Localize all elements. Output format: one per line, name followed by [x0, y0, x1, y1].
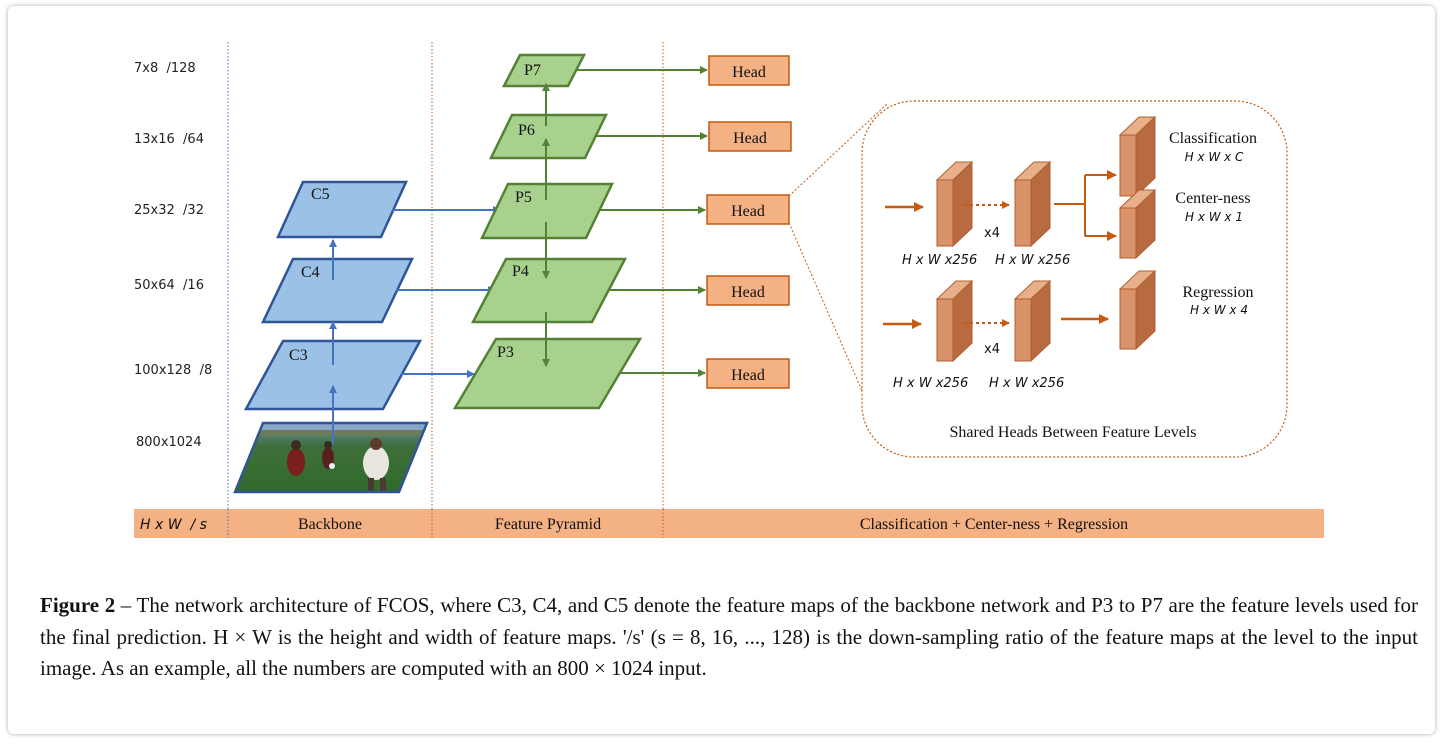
- caption-dash: –: [115, 593, 137, 617]
- pyramid-label-p6: P6: [518, 122, 535, 139]
- dims-label: H x W x256: [989, 376, 1064, 391]
- centerness-label: Center-ness: [1175, 190, 1250, 207]
- classification-dims: H x W x C: [1185, 150, 1244, 164]
- pyramid-label-p7: P7: [524, 62, 541, 79]
- stage-label-feature-pyramid: Feature Pyramid: [495, 516, 601, 533]
- figure-caption: Figure 2 – The network architecture of F…: [40, 590, 1418, 685]
- shared-heads-label: Shared Heads Between Feature Levels: [949, 424, 1196, 441]
- backbone-label-c3: C3: [289, 347, 308, 364]
- pyramid-label-p3: P3: [497, 344, 514, 361]
- head-box-p4: Head: [706, 275, 790, 306]
- input-image: [233, 421, 429, 494]
- pyramid-label-p4: P4: [512, 263, 529, 280]
- head-box-p6: Head: [708, 121, 792, 152]
- regression-dims: H x W x 4: [1190, 303, 1248, 317]
- dims-label: H x W x256: [995, 253, 1070, 268]
- caption-text: The network architecture of FCOS, where …: [40, 593, 1418, 680]
- dims-label: H x W x256: [893, 376, 968, 391]
- feature-map-block: [1013, 279, 1052, 363]
- caption-label: Figure 2: [40, 593, 116, 617]
- regression-map: [1118, 269, 1157, 351]
- pyramid-map-p7: [501, 53, 587, 88]
- zoom-line-top: [788, 102, 889, 197]
- stage-label-hw-s: H x W / s: [140, 517, 207, 533]
- regression-label: Regression: [1182, 284, 1253, 301]
- head-label: Head: [732, 64, 766, 81]
- centerness-map: [1118, 188, 1157, 260]
- head-label: Head: [733, 130, 767, 147]
- stage-label-backbone: Backbone: [298, 516, 362, 533]
- classification-label: Classification: [1169, 130, 1257, 147]
- backbone-label-c5: C5: [311, 186, 330, 203]
- pyramid-map-p5: [480, 182, 614, 240]
- scale-label-p6: 13x16 /64: [134, 132, 204, 147]
- feature-map-block: [935, 279, 974, 363]
- repeat-label-top: x4: [984, 226, 1000, 241]
- backbone-map-c4: [261, 257, 414, 324]
- backbone-map-c3: [243, 339, 423, 411]
- pyramid-map-p6: [488, 113, 609, 160]
- scale-label-input: 800x1024: [136, 435, 202, 450]
- scale-label-p3: 100x128 /8: [134, 363, 212, 378]
- feature-map-block: [935, 160, 974, 248]
- head-box-p3: Head: [706, 358, 790, 389]
- zoom-line-bottom: [788, 222, 867, 401]
- head-box-p7: Head: [708, 55, 790, 86]
- feature-map-block: [1013, 160, 1052, 248]
- stage-label-outputs: Classification + Center-ness + Regressio…: [860, 516, 1128, 533]
- scale-label-p4: 50x64 /16: [134, 278, 204, 293]
- repeat-label-bottom: x4: [984, 342, 1000, 357]
- head-label: Head: [731, 203, 765, 220]
- stage-bar: [134, 509, 1324, 538]
- dims-label: H x W x256: [902, 253, 977, 268]
- classification-map: [1118, 115, 1157, 198]
- pyramid-map-p4: [470, 257, 628, 324]
- pyramid-map-p3: [452, 337, 643, 410]
- head-label: Head: [731, 367, 765, 384]
- pyramid-label-p5: P5: [515, 189, 532, 206]
- scale-label-p7: 7x8 /128: [134, 61, 196, 76]
- scale-label-p5: 25x32 /32: [134, 203, 204, 218]
- backbone-map-c5: [276, 180, 408, 239]
- head-box-p5: Head: [706, 194, 790, 225]
- split-connector: [1054, 175, 1086, 236]
- centerness-dims: H x W x 1: [1185, 210, 1243, 224]
- backbone-label-c4: C4: [301, 264, 320, 281]
- head-label: Head: [731, 284, 765, 301]
